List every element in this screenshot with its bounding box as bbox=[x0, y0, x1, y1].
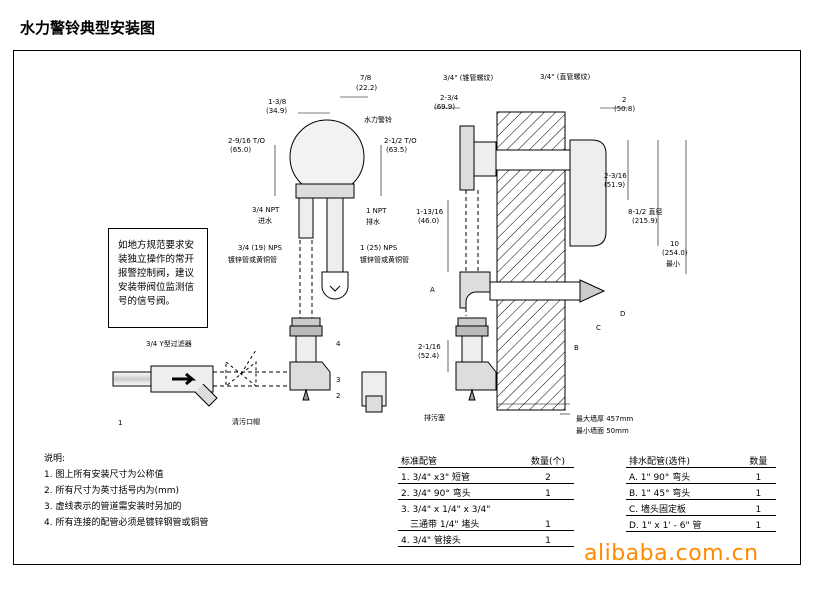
dim-2-9-16-mm: (65.0) bbox=[230, 146, 251, 154]
dim-2: 2 bbox=[622, 96, 626, 104]
std-row-qty: 1 bbox=[521, 515, 574, 531]
note-box: 如地方规范要求安装独立操作的常开报警控制阀，建议安装带阀位监测信号的信号阀。 bbox=[108, 228, 208, 328]
dim-2-3-4-mm: (69.9) bbox=[434, 103, 455, 111]
dim-10: 10 bbox=[670, 240, 679, 248]
std-row-name: 2. 3/4" 90° 弯头 bbox=[398, 483, 522, 500]
nps-outlet: 1 (25) NPS bbox=[360, 244, 398, 252]
legend-item: 3. 虚线表示的管道需安装时另加的 bbox=[44, 502, 182, 512]
std-row-name: 4. 3/4" 管接头 bbox=[398, 530, 522, 547]
thread-straight: 3/4" (直管螺纹) bbox=[540, 72, 590, 81]
drawing-frame bbox=[13, 50, 801, 565]
alarm-label: 水力警铃 bbox=[364, 115, 392, 124]
right-assembly bbox=[455, 111, 607, 411]
callout-texts: 7/8 (22.2) 1-3/8 (34.9) 2-9/16 T/O (65.0… bbox=[118, 72, 688, 435]
std-col-qty: 数量(个) bbox=[521, 452, 574, 468]
table-row: 3. 3/4" x 1/4" x 3/4" bbox=[398, 500, 574, 516]
y-strainer-label: 3/4 Y型过滤器 bbox=[146, 339, 192, 348]
drain-col-qty: 数量 bbox=[740, 452, 776, 468]
thread-taper: 3/4" (锥管螺纹) bbox=[443, 73, 493, 82]
dim-2-mm: (50.8) bbox=[614, 105, 635, 113]
label-b: B bbox=[574, 344, 579, 352]
npt-outlet: 1 NPT bbox=[366, 207, 387, 215]
drain-row-name: C. 墙头固定板 bbox=[626, 499, 741, 516]
dim-1-3-8: 1-3/8 bbox=[268, 98, 286, 106]
dim-2-1-2-mm: (63.5) bbox=[386, 146, 407, 154]
dim-8-1-2-mm: (215.9) bbox=[632, 217, 658, 225]
nps-inlet: 3/4 (19) NPS bbox=[238, 244, 283, 252]
dim-1-13-16: 1-13/16 bbox=[416, 208, 444, 216]
drain-row-name: D. 1" x 1' - 6" 管 bbox=[626, 515, 741, 532]
drain-row-qty: 1 bbox=[740, 515, 776, 532]
alarm-bell-body bbox=[289, 119, 365, 195]
drain-label: 排水 bbox=[366, 217, 380, 226]
drain-row-name: B. 1" 45° 弯头 bbox=[626, 483, 741, 500]
legend-item: 1. 图上所有安装尺寸为公称值 bbox=[44, 470, 164, 480]
num-1: 1 bbox=[118, 419, 122, 427]
dim-2-1-16: 2-1/16 bbox=[418, 343, 441, 351]
dim-10-min: 最小 bbox=[666, 259, 680, 268]
drain-row-qty: 1 bbox=[740, 483, 776, 500]
left-assembly bbox=[112, 119, 387, 413]
watermark: alibaba.com.cn bbox=[584, 541, 759, 566]
std-row-name: 三通带 1/4" 堵头 bbox=[398, 515, 522, 531]
dim-10-mm: (254.0) bbox=[662, 249, 688, 257]
num-2: 2 bbox=[336, 392, 340, 400]
std-col-name: 标准配管 bbox=[398, 452, 522, 468]
dim-1-3-8-mm: (34.9) bbox=[266, 107, 287, 115]
legend-item: 2. 所有尺寸为英寸括号内为(mm) bbox=[44, 486, 180, 496]
std-row-name: 1. 3/4" x3" 短管 bbox=[398, 467, 522, 484]
dim-2-1-2: 2-1/2 T/O bbox=[384, 137, 417, 145]
page-title: 水力警铃典型安装图 bbox=[20, 19, 156, 37]
dim-2-3-4: 2-3/4 bbox=[440, 94, 459, 102]
label-c: C bbox=[596, 324, 601, 332]
pipe-inlet: 镀锌管或黄铜管 bbox=[228, 255, 277, 264]
dim-7-8-mm: (22.2) bbox=[356, 84, 377, 92]
drain-col-name: 排水配管(选件) bbox=[626, 452, 741, 468]
std-row-qty: 1 bbox=[521, 483, 574, 500]
label-d: D bbox=[620, 310, 625, 318]
dim-2-3-16: 2-3/16 bbox=[604, 172, 627, 180]
legend-item: 4. 所有连接的配管必须是镀锌钢管或铜管 bbox=[44, 518, 209, 528]
std-row-qty: 1 bbox=[521, 530, 574, 547]
legend: 说明: 1. 图上所有安装尺寸为公称值 2. 所有尺寸为英寸括号内为(mm) 3… bbox=[44, 451, 208, 531]
dim-1-13-16-mm: (46.0) bbox=[418, 217, 439, 225]
dimension-lines bbox=[274, 96, 687, 415]
label-a: A bbox=[430, 286, 435, 294]
drain-row-qty: 1 bbox=[740, 499, 776, 516]
gong-housing bbox=[569, 139, 607, 247]
wall-max-label: 最大墙厚 457mm bbox=[576, 414, 633, 423]
drain-row-name: A. 1" 90° 弯头 bbox=[626, 467, 741, 484]
cleanout-label: 清污口帽 bbox=[232, 417, 260, 426]
std-row-name: 3. 3/4" x 1/4" x 3/4" bbox=[401, 505, 491, 515]
pipe-outlet: 镀锌管或黄铜管 bbox=[360, 255, 409, 264]
dim-2-9-16: 2-9/16 T/O bbox=[228, 137, 266, 145]
drain-plug-label: 排污塞 bbox=[424, 413, 445, 422]
dim-7-8: 7/8 bbox=[360, 74, 371, 82]
num-4: 4 bbox=[336, 340, 341, 348]
num-3: 3 bbox=[336, 376, 340, 384]
std-row-qty bbox=[522, 500, 574, 516]
std-row-qty: 2 bbox=[521, 467, 574, 484]
dim-2-3-16-mm: (51.9) bbox=[604, 181, 625, 189]
inlet-label: 进水 bbox=[258, 216, 272, 225]
dim-2-1-16-mm: (52.4) bbox=[418, 352, 439, 360]
npt-inlet: 3/4 NPT bbox=[252, 206, 280, 214]
dim-8-1-2: 8-1/2 直径 bbox=[628, 207, 662, 216]
wall-min-label: 最小墙面 50mm bbox=[576, 426, 629, 435]
legend-heading: 说明: bbox=[44, 454, 66, 464]
drain-row-qty: 1 bbox=[740, 467, 776, 484]
